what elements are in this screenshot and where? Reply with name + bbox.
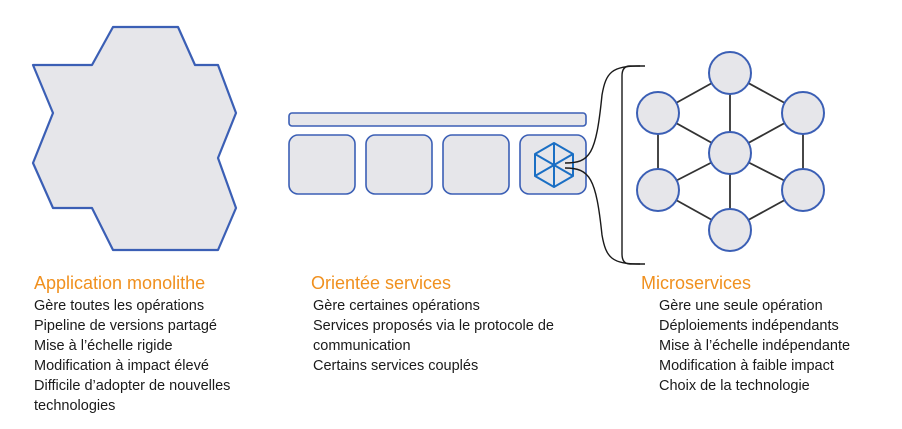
list-item: Mise à l’échelle rigide — [34, 338, 173, 354]
microservice-node-upper-right — [781, 91, 825, 135]
soa-column: Orientée services Gère certaines opérati… — [311, 272, 581, 376]
list-item: Gère une seule opération — [659, 298, 823, 314]
monolith-list: Gère toutes les opérations Pipeline de v… — [34, 296, 274, 416]
microservices-bracket — [621, 65, 645, 265]
list-item: Déploiements indépendants — [659, 318, 839, 334]
monolith-title: Application monolithe — [34, 273, 206, 293]
service-bus-bar — [288, 112, 587, 127]
service-box-2 — [365, 134, 433, 195]
monolith-column: Application monolithe Gère toutes les op… — [34, 272, 274, 416]
zoom-connector-lines — [564, 65, 641, 265]
microservice-node-lower-right — [781, 168, 825, 212]
microservices-title: Microservices — [641, 273, 752, 293]
list-item: Mise à l’échelle indépendante — [659, 338, 851, 354]
list-item: Modification à faible impact — [659, 358, 834, 374]
cube-icon — [534, 142, 574, 188]
list-item: Gère certaines opérations — [313, 298, 480, 314]
soa-title: Orientée services — [311, 273, 452, 293]
monolith-hexagon-cluster-icon — [31, 25, 238, 252]
soa-list: Gère certaines opérations Services propo… — [311, 296, 581, 376]
microservice-node-lower-left — [636, 168, 680, 212]
microservice-node-center — [708, 131, 752, 175]
microservice-node-bottom — [708, 208, 752, 252]
list-item: Services proposés via le protocole de co… — [313, 318, 554, 354]
list-item: Choix de la technologie — [659, 378, 810, 394]
list-item: Pipeline de versions partagé — [34, 318, 217, 334]
service-box-3 — [442, 134, 510, 195]
microservice-node-top — [708, 51, 752, 95]
list-item: Difficile d’adopter de nouvelles technol… — [34, 378, 231, 414]
service-box-1 — [288, 134, 356, 195]
microservice-node-upper-left — [636, 91, 680, 135]
list-item: Modification à impact élevé — [34, 358, 209, 374]
microservices-column: Microservices Gère une seule opération D… — [641, 272, 896, 396]
list-item: Certains services couplés — [313, 358, 479, 374]
microservices-list: Gère une seule opération Déploiements in… — [641, 296, 896, 396]
list-item: Gère toutes les opérations — [34, 298, 205, 314]
